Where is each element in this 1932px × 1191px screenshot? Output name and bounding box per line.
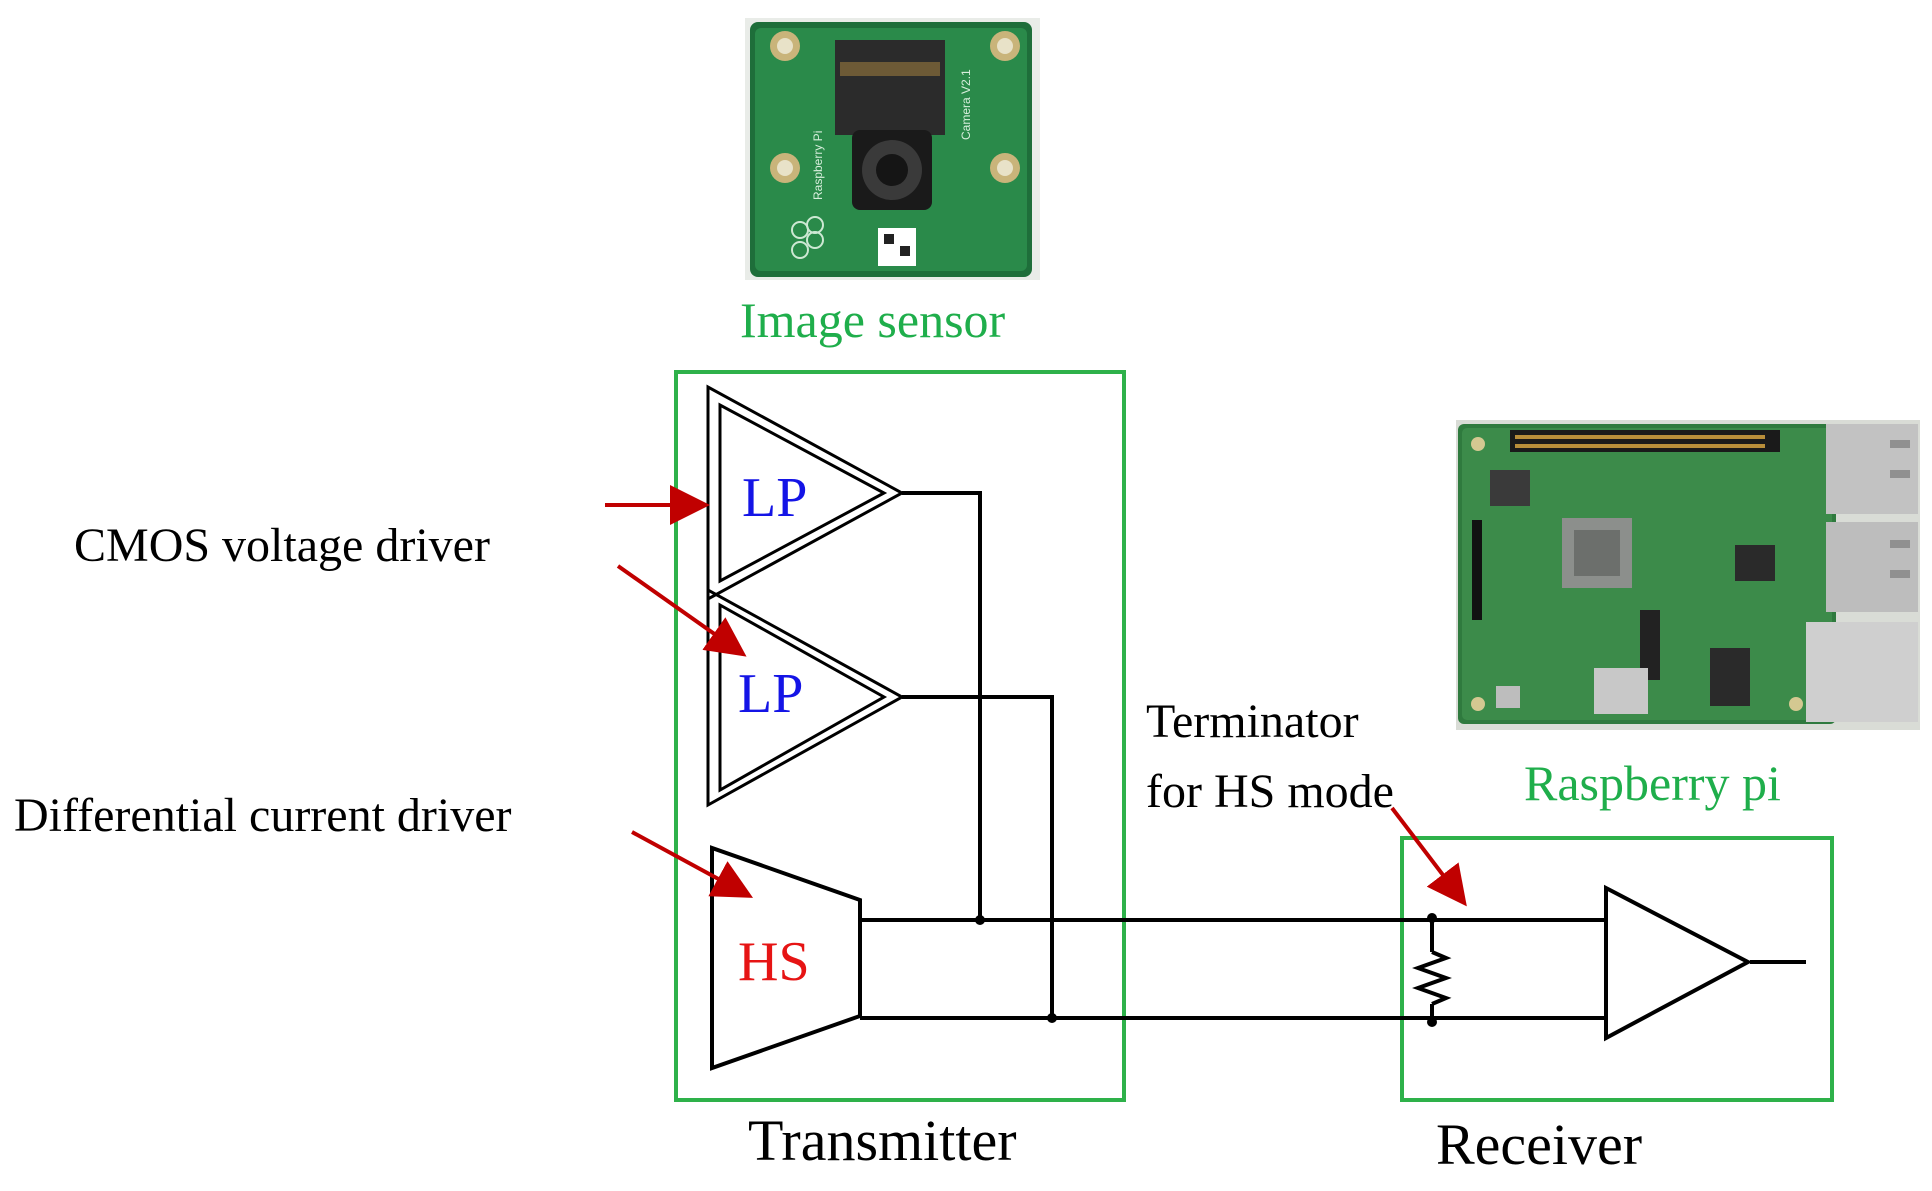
arrow-diff-to-hs — [631, 830, 754, 898]
resistor-node-top — [1427, 913, 1437, 923]
raspberry-pi-label: Raspberry pi — [1524, 755, 1781, 811]
camera-brand-text: Raspberry Pi — [811, 131, 825, 200]
junction-dot-top — [975, 915, 985, 925]
terminator-label-line2: for HS mode — [1146, 765, 1394, 818]
differential-current-driver-label: Differential current driver — [14, 789, 512, 842]
image-sensor-label: Image sensor — [740, 292, 1006, 348]
receiver-box — [1400, 836, 1834, 1102]
lp-1-label: LP — [742, 467, 808, 529]
receiver-label: Receiver — [1436, 1112, 1643, 1177]
arrow-cmos-to-lp2 — [616, 564, 747, 657]
annotation-arrows — [605, 485, 1467, 907]
transmitter-label: Transmitter — [748, 1108, 1017, 1173]
hs-label: HS — [738, 931, 810, 993]
arrow-terminator — [1390, 806, 1467, 907]
transmitter-box — [674, 370, 1126, 1102]
cmos-voltage-driver-label: CMOS voltage driver — [74, 519, 490, 572]
terminator-resistor — [1412, 914, 1452, 1024]
lp-driver-2 — [706, 587, 906, 808]
terminator-label-line1: Terminator — [1146, 695, 1359, 748]
lp-2-label: LP — [738, 663, 804, 725]
resistor-node-bottom — [1427, 1017, 1437, 1027]
receiver-amplifier — [1604, 884, 1753, 1042]
raspberry-pi-photo — [1456, 420, 1920, 730]
junction-dot-bottom — [1047, 1013, 1057, 1023]
image-sensor-photo: Camera V2.1 Raspberry Pi — [745, 18, 1040, 280]
camera-board-text: Camera V2.1 — [959, 69, 973, 140]
